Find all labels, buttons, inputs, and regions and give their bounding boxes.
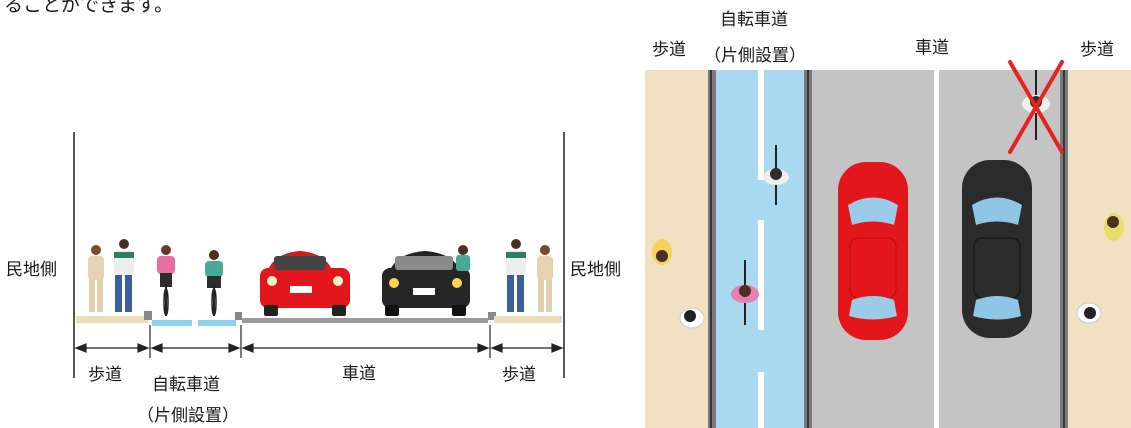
left-private-land-label: 民地側 (6, 260, 57, 280)
plan-right-sidewalk (1068, 70, 1131, 428)
bikeway-lane-marking (758, 70, 764, 428)
roadway-dimension-label: 車道 (342, 364, 376, 384)
black-car-icon (382, 251, 470, 316)
left-sidewalk-dimension-label: 歩道 (88, 365, 122, 385)
plan-red-car-icon (838, 162, 908, 340)
plan-black-car-icon (962, 160, 1032, 338)
right-curb (488, 312, 496, 320)
bikeway-surface-left (152, 320, 192, 326)
cross-section-graphic (73, 132, 565, 378)
plan-left-sidewalk-label: 歩道 (652, 40, 686, 60)
dimension-arrows (74, 343, 564, 353)
prohibited-x-mark (1008, 60, 1064, 154)
cyclist-icon (157, 245, 175, 316)
roadway-surface (242, 318, 488, 323)
bikeway-surface-right (198, 320, 236, 326)
roadway-center-line (934, 70, 939, 428)
plan-pedestrian-icon (1104, 213, 1124, 241)
plan-bikeway-label: 自転車道 (720, 10, 788, 30)
plan-right-sidewalk-label: 歩道 (1080, 40, 1114, 60)
plan-cyclist-icon (763, 145, 789, 205)
left-curb (144, 311, 152, 320)
plan-pedestrian-icon (1076, 302, 1102, 324)
bikeway-dimension-sublabel: （片側設置） (137, 406, 239, 426)
pedestrian-icon (537, 245, 553, 312)
middle-curb (235, 312, 242, 320)
cyclist-icon (205, 250, 223, 316)
right-sidewalk-dimension-label: 歩道 (502, 365, 536, 385)
plan-cyclist-icon (731, 260, 759, 325)
red-car-icon (260, 251, 350, 316)
pedestrian-icon (506, 239, 526, 312)
intro-text-fragment: ることができます。 (4, 0, 174, 16)
pedestrian-icon (88, 245, 104, 312)
plan-left-curb (708, 70, 716, 428)
pedestrian-icon (114, 239, 134, 312)
left-sidewalk-surface (76, 316, 148, 323)
right-sidewalk-surface (494, 316, 562, 323)
plan-bikeway-sublabel: （片側設置） (704, 46, 806, 66)
cross-section-diagram: 民地側 民地側 歩道 自転車道 （片側設置） 車道 歩道 (6, 132, 621, 426)
cyclist-icon (456, 245, 470, 271)
plan-pedestrian-icon (679, 307, 705, 329)
plan-roadway-label: 車道 (915, 38, 949, 58)
bikeway-dimension-label: 自転車道 (152, 375, 220, 395)
plan-pedestrian-icon (652, 239, 672, 265)
right-private-land-label: 民地側 (570, 260, 621, 280)
